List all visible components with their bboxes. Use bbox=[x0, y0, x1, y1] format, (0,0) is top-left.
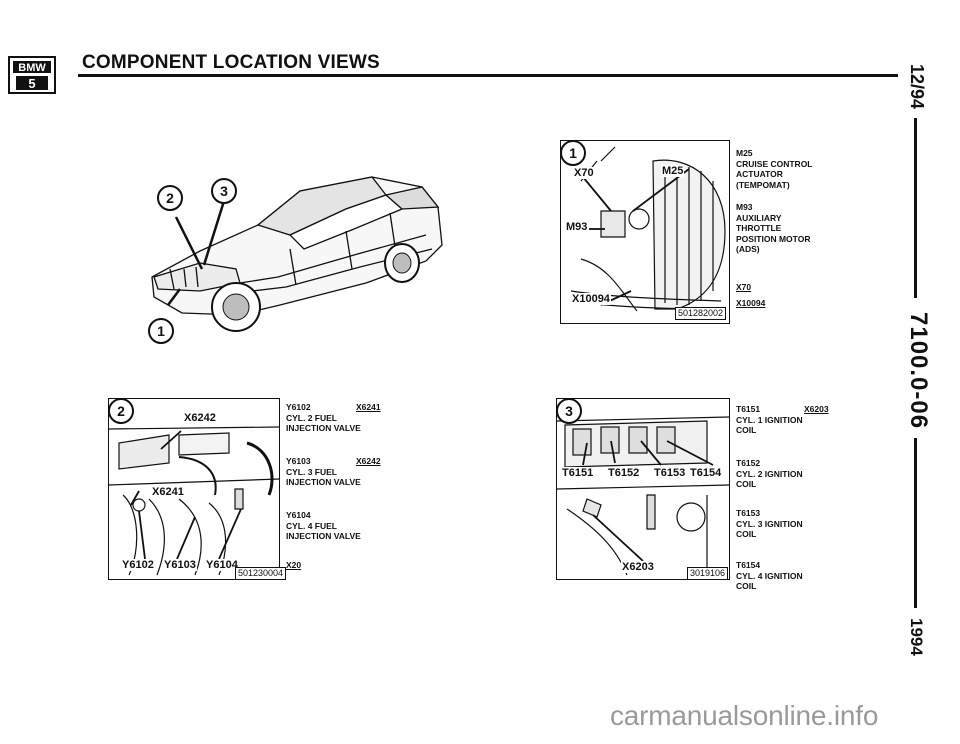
detail-view-3-drawing bbox=[556, 416, 730, 576]
ref-t6154: T6154 bbox=[689, 467, 723, 479]
sidebar-line-bottom bbox=[914, 438, 917, 608]
ref-t6152: T6152 bbox=[607, 467, 641, 479]
ref-y6103: Y6103 bbox=[163, 559, 197, 571]
ref-x10094: X10094 bbox=[571, 293, 611, 305]
ref-y6102: Y6102 bbox=[121, 559, 155, 571]
detail-view-3-number: 3 bbox=[556, 398, 582, 424]
svg-text:5: 5 bbox=[28, 76, 35, 91]
detail-view-2-drawing bbox=[108, 426, 280, 576]
revision-date: 12/94 bbox=[907, 64, 927, 110]
ref-x70: X70 bbox=[573, 167, 595, 179]
ref-m93: M93 bbox=[565, 221, 589, 233]
svg-text:BMW: BMW bbox=[18, 62, 46, 74]
detail-view-2: 2 X6242 X6241 Y6102 Y6103 Y6104 50123000… bbox=[108, 398, 287, 580]
page-title: COMPONENT LOCATION VIEWS bbox=[82, 52, 380, 73]
figure-code-2: 501230004 bbox=[235, 567, 287, 580]
legend-x6242: X6242 bbox=[356, 456, 381, 466]
model-year: 1994 bbox=[907, 618, 926, 656]
overview-marker-1: 1 bbox=[148, 318, 174, 344]
legend-x10094: X10094 bbox=[736, 298, 766, 308]
ref-t6153: T6153 bbox=[653, 467, 687, 479]
detail-view-1-number: 1 bbox=[560, 140, 586, 166]
ref-m25: M25 bbox=[661, 165, 685, 177]
legend-x20: X20 bbox=[286, 560, 302, 570]
legend-x6203: X6203 bbox=[804, 404, 829, 414]
car-illustration bbox=[151, 176, 443, 332]
page-number: 7100.0-06 bbox=[905, 312, 932, 430]
ref-t6151: T6151 bbox=[561, 467, 595, 479]
ref-y6104: Y6104 bbox=[205, 559, 239, 571]
header-rule bbox=[78, 74, 898, 77]
ref-x6241: X6241 bbox=[151, 486, 185, 498]
overview-marker-3: 3 bbox=[211, 178, 237, 204]
detail-view-2-number: 2 bbox=[108, 398, 134, 424]
detail-view-3: 3 T6151 T6152 T6153 T6154 X6203 3019106 bbox=[556, 398, 730, 580]
ref-x6203: X6203 bbox=[621, 561, 655, 573]
sidebar-line-top bbox=[914, 118, 917, 298]
legend-x6241: X6241 bbox=[356, 402, 381, 412]
figure-code-1: 501282002 bbox=[675, 307, 727, 320]
car-overview: 2 3 1 bbox=[140, 165, 450, 345]
detail-view-1-drawing bbox=[570, 146, 726, 312]
figure-code-3: 3019106 bbox=[687, 567, 729, 580]
overview-marker-2: 2 bbox=[157, 185, 183, 211]
detail-view-1: 1 X70 M25 M93 X10094 501282002 bbox=[560, 140, 730, 324]
ref-x6242: X6242 bbox=[183, 412, 217, 424]
bmw-5-logo: BMW 5 bbox=[8, 56, 56, 94]
watermark: carmanualsonline.info bbox=[610, 700, 879, 731]
legend-x70: X70 bbox=[736, 282, 752, 292]
